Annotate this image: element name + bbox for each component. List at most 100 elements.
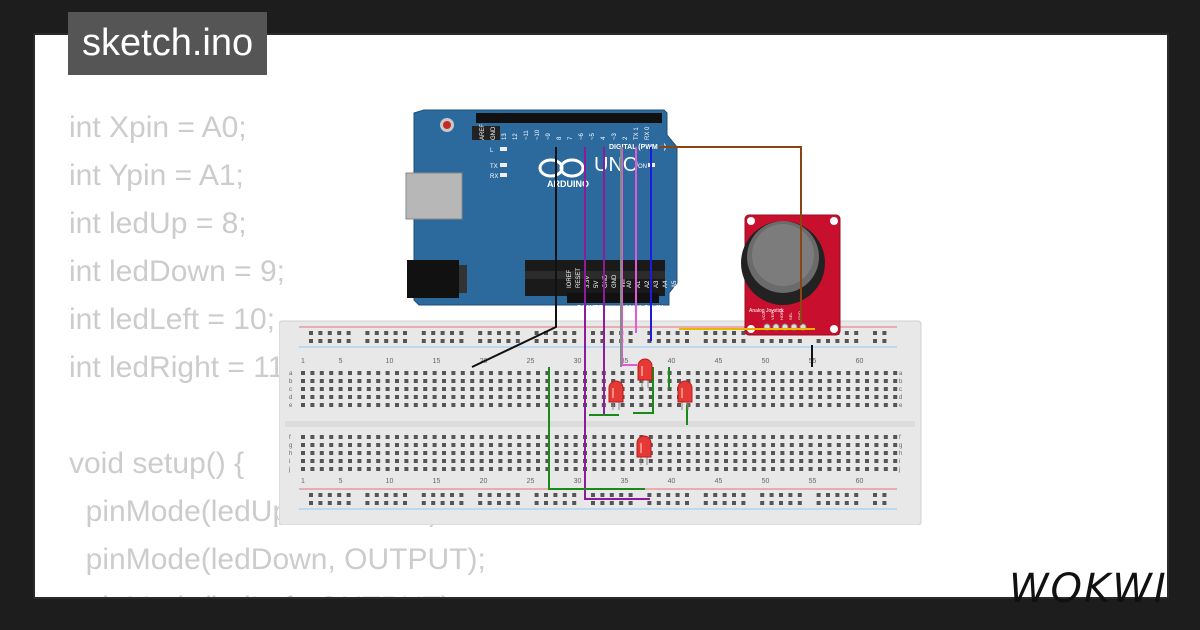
breadboard-column-label: 35 — [621, 358, 629, 365]
breadboard-row-label: a — [289, 371, 293, 377]
joystick-pin-label: GND — [797, 311, 802, 320]
breadboard: 1155101015152020252530303535404045455050… — [279, 320, 922, 525]
breadboard-row-label: g — [289, 443, 292, 449]
breadboard-row-label: c — [289, 387, 292, 393]
wokwi-logo: WOKWI — [1009, 566, 1168, 612]
sketch-title: sketch.ino — [68, 12, 268, 75]
breadboard-column-label: 45 — [715, 478, 723, 485]
breadboard-column-label: 10 — [386, 358, 394, 365]
breadboard-column-label: 1 — [301, 478, 305, 485]
digital-pin-label: 13 — [502, 133, 508, 140]
analog-header-label: ANALOG IN — [624, 305, 663, 312]
code-line: int ledRight = 11; — [69, 351, 293, 384]
breadboard-column-label: 60 — [856, 358, 864, 365]
joystick-pin-label: VCC — [761, 311, 766, 320]
analog-pin-label: A0 — [627, 280, 633, 288]
red-led[interactable] — [608, 380, 624, 410]
breadboard-column-label: 20 — [480, 478, 488, 485]
arduino-logo-icon — [538, 158, 585, 178]
analog-pin-label: A3 — [654, 280, 660, 288]
breadboard-column-label: 30 — [574, 358, 582, 365]
breadboard-column-label: 10 — [386, 478, 394, 485]
analog-pin-label: A1 — [636, 280, 642, 288]
power-pin-label: IOREF — [567, 269, 573, 288]
red-led[interactable] — [636, 435, 652, 465]
arduino-led-label: L — [490, 148, 494, 154]
breadboard-column-label: 55 — [809, 478, 817, 485]
arduino-led-label: ON — [638, 164, 647, 170]
wire-green-a — [548, 367, 645, 490]
code-line: int Xpin = A0; — [69, 111, 247, 144]
wokwi-logo-text: WOKWI — [1009, 566, 1168, 612]
code-line: pinMode(ledLeft, OUTPUT); — [69, 584, 486, 597]
power-pin-label: RESET — [576, 268, 582, 288]
power-pin-label: 3.3V — [585, 276, 591, 288]
breadboard-row-label: i — [289, 459, 290, 465]
breadboard-row-label: f — [899, 435, 901, 441]
breadboard-row-label: g — [899, 443, 902, 449]
breadboard-column-label: 40 — [668, 358, 676, 365]
power-pin-label: GND — [612, 274, 618, 288]
breadboard-column-label: 40 — [668, 478, 676, 485]
joystick-pin-label: SEL — [788, 312, 793, 320]
uno-model-label: UNO — [594, 154, 638, 176]
red-led[interactable] — [637, 358, 653, 388]
arduino-led-label: TX — [490, 164, 498, 170]
digital-pin-label: ~5 — [590, 132, 596, 140]
breadboard-column-label: 25 — [527, 478, 535, 485]
joystick-pin-label: VERT — [770, 309, 775, 320]
digital-pin-label: ~11 — [524, 130, 530, 140]
breadboard-row-label: c — [899, 387, 902, 393]
breadboard-column-label: 5 — [339, 478, 343, 485]
breadboard-column-label: 60 — [856, 478, 864, 485]
code-line: int ledUp = 8; — [69, 207, 247, 240]
wires — [471, 146, 815, 500]
joystick-pin-label: HORZ — [779, 308, 784, 320]
breadboard-row-label: d — [899, 395, 902, 401]
breadboard-column-label: 50 — [762, 358, 770, 365]
digital-pin-label: 7 — [568, 136, 574, 140]
power-pin-label: 5V — [594, 281, 600, 288]
breadboard-column-label: 45 — [715, 358, 723, 365]
breadboard-row-label: b — [899, 379, 903, 385]
breadboard-column-label: 35 — [621, 478, 629, 485]
breadboard-column-label: 50 — [762, 478, 770, 485]
breadboard-row-label: f — [289, 435, 291, 441]
analog-pin-label: A2 — [645, 280, 651, 288]
breadboard-column-label: 25 — [527, 358, 535, 365]
digital-pin-label: ~3 — [612, 132, 618, 140]
breadboard-column-label: 1 — [301, 358, 305, 365]
digital-pin-label: 4 — [601, 136, 607, 140]
digital-pin-label: TX 1 — [634, 127, 640, 140]
breadboard-row-label: i — [899, 459, 900, 465]
circuit-diagram: 1155101015152020252530303535404045455050… — [279, 109, 922, 525]
wire-green-c — [633, 367, 654, 414]
leds — [608, 358, 693, 465]
digital-pin-label: AREF — [480, 124, 486, 140]
arduino-led-label: RX — [490, 174, 498, 180]
analog-pin-label: A5 — [672, 280, 678, 288]
power-pin-label: Vin — [621, 279, 627, 288]
breadboard-column-label: 15 — [433, 478, 441, 485]
code-line: int ledDown = 9; — [69, 255, 285, 288]
breadboard-row-label: d — [289, 395, 292, 401]
digital-pin-label: 8 — [557, 136, 563, 140]
digital-pin-label: ~9 — [546, 132, 552, 140]
breadboard-column-label: 5 — [339, 358, 343, 365]
digital-pin-label: ~6 — [579, 132, 585, 140]
code-line: void setup() { — [69, 447, 245, 480]
analog-pin-label: A4 — [663, 280, 669, 288]
power-jack — [407, 260, 459, 298]
code-line: int ledLeft = 10; — [69, 303, 275, 336]
arduino-brand-label: ARDUINO — [547, 179, 589, 189]
breadboard-row-label: h — [289, 451, 292, 457]
red-led[interactable] — [677, 380, 693, 410]
wire-gnd-black — [471, 147, 557, 368]
breadboard-row-label: j — [288, 467, 290, 473]
wire-brown — [659, 146, 802, 325]
breadboard-row-label: b — [289, 379, 293, 385]
sketch-card: int Xpin = A0;int Ypin = A1;int ledUp = … — [33, 33, 1169, 599]
breadboard-row-label: e — [899, 403, 903, 409]
digital-pin-label: 2 — [623, 136, 629, 140]
